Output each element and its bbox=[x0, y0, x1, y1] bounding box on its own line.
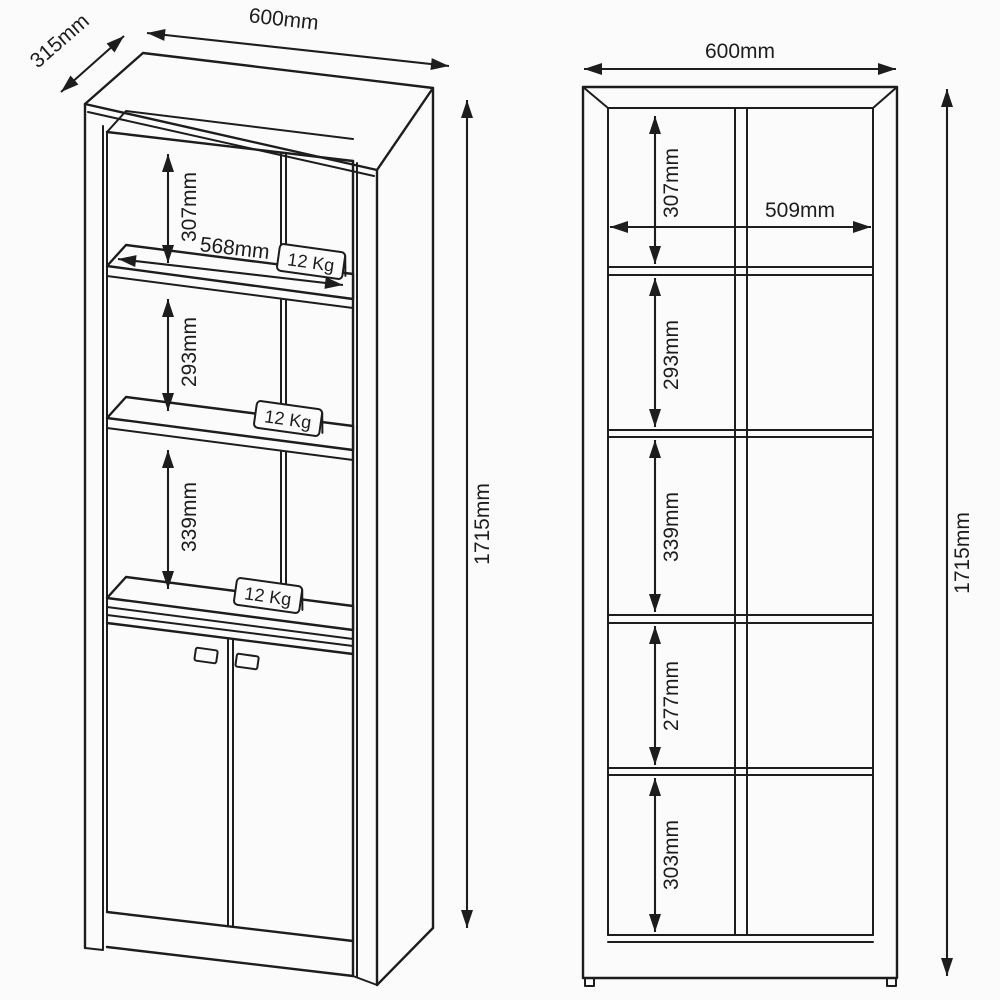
capacity-tag-3: 12 Kg bbox=[233, 577, 304, 614]
front-shelf-2 bbox=[607, 429, 874, 438]
tag-edge-line bbox=[301, 588, 304, 611]
dim-label-compartment: 277mm bbox=[660, 661, 683, 731]
left-door-handle bbox=[193, 646, 219, 665]
doors bbox=[105, 614, 355, 943]
base-bottom-front-edge bbox=[105, 945, 355, 978]
right-door-handle bbox=[234, 652, 260, 671]
dimension-height-perspective: 1715mm bbox=[461, 100, 494, 928]
dim-label-compartment: 307mm bbox=[178, 172, 201, 242]
dim-label-depth: 315mm bbox=[26, 9, 94, 72]
dim-label-compartment: 303mm bbox=[660, 820, 683, 890]
dimension-compartment-1-perspective: 307mm bbox=[162, 154, 201, 263]
dimension-inner-width: 509mm bbox=[610, 199, 871, 233]
dimension-compartment-3-perspective: 339mm bbox=[162, 450, 201, 589]
tag-edge-line bbox=[344, 254, 347, 277]
capacity-tag-2: 12 Kg bbox=[253, 400, 324, 437]
perspective-view: 12 Kg 12 Kg 12 Kg 600mm 315mm 1715mm 307… bbox=[26, 4, 494, 987]
front-center-divider bbox=[734, 107, 748, 936]
dim-label-width: 600mm bbox=[705, 40, 775, 63]
center-divider-lines bbox=[280, 152, 287, 599]
shelf-3 bbox=[105, 575, 355, 640]
front-view: 600mm 509mm 1715mm 307mm 293mm 339mm 277… bbox=[581, 40, 974, 987]
door-bottom-edge bbox=[105, 910, 355, 943]
door-top-rail-line bbox=[106, 614, 354, 647]
cabinet-top-bevel-line bbox=[87, 111, 375, 177]
shelf-front-band bbox=[106, 417, 354, 461]
dim-label-compartment: 339mm bbox=[178, 482, 201, 552]
shelf-top-surface bbox=[105, 575, 355, 632]
top-corner-bevels bbox=[582, 86, 898, 109]
foot-left bbox=[584, 977, 595, 987]
dim-label-compartment: 307mm bbox=[660, 148, 683, 218]
dim-label-width: 600mm bbox=[248, 4, 320, 35]
dimension-compartment-2-front: 293mm bbox=[649, 278, 683, 427]
door-gap-line bbox=[227, 637, 234, 928]
dimension-compartment-1-front: 307mm bbox=[649, 116, 683, 264]
dim-label-inner-width: 509mm bbox=[765, 199, 835, 222]
right-post-bottom-cap bbox=[352, 975, 378, 986]
cabinet-front-outline bbox=[581, 85, 899, 987]
dim-label-height: 1715mm bbox=[471, 483, 494, 565]
dim-label-height: 1715mm bbox=[951, 512, 974, 594]
cabinet-body-outline bbox=[83, 51, 435, 987]
dimension-width-perspective: 600mm bbox=[146, 4, 450, 71]
front-shelf-5 bbox=[607, 934, 874, 943]
dimension-compartment-4-front: 277mm bbox=[649, 626, 683, 765]
dimension-compartment-2-perspective: 293mm bbox=[162, 299, 201, 411]
dimension-width-front: 600mm bbox=[584, 40, 896, 75]
door-top-edge bbox=[105, 621, 355, 656]
front-shelf-1 bbox=[607, 266, 874, 276]
left-post-bottom-cap bbox=[84, 947, 104, 951]
dimension-compartment-3-front: 339mm bbox=[649, 440, 683, 612]
foot-right bbox=[886, 977, 897, 987]
interior-top-edge bbox=[105, 130, 355, 163]
front-shelf-3 bbox=[607, 614, 874, 624]
dimension-depth-perspective: 315mm bbox=[26, 9, 125, 93]
tag-edge-line bbox=[321, 411, 324, 434]
side-bottom-edge bbox=[375, 926, 435, 987]
outer-frame bbox=[581, 85, 899, 980]
dimension-height-front: 1715mm bbox=[941, 89, 974, 976]
dim-label-compartment: 293mm bbox=[178, 317, 201, 387]
interior-ceiling-back-edge bbox=[106, 110, 354, 140]
dim-label-compartment: 293mm bbox=[660, 320, 683, 390]
dimension-compartment-5-front: 303mm bbox=[649, 778, 683, 932]
dim-label-compartment: 339mm bbox=[660, 492, 683, 562]
front-shelf-4 bbox=[607, 767, 874, 776]
front-shelves bbox=[607, 266, 874, 943]
shelf-front-band bbox=[106, 597, 354, 640]
